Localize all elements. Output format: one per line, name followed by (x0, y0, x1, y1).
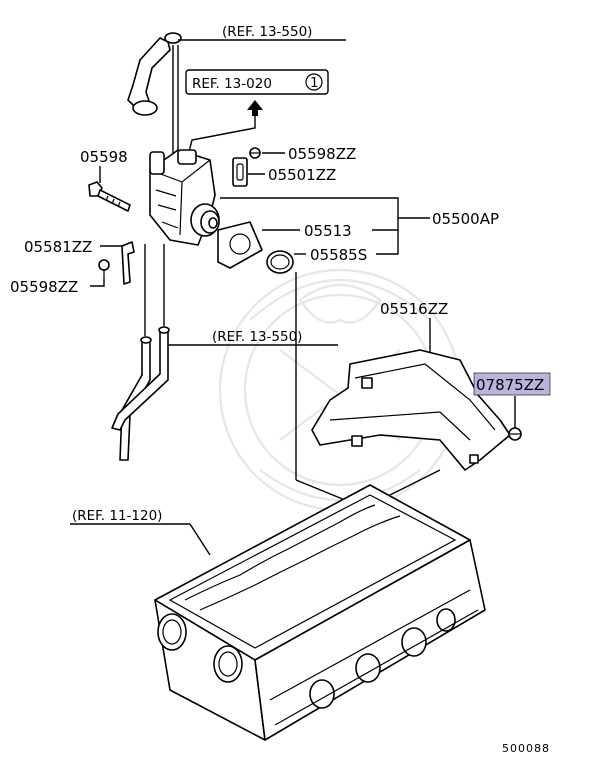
label-05581zz: 05581ZZ (24, 238, 92, 256)
clip-05581zz (121, 241, 135, 285)
ref-label-boxed: REF. 13-020 (192, 76, 272, 92)
leader-cover-to-head (379, 469, 441, 501)
arrow-up-icon (247, 100, 263, 116)
leader-ref-boxed (187, 116, 256, 157)
label-05516zz: 05516ZZ (380, 300, 448, 318)
ref-label-top: (REF. 13-550) (222, 24, 312, 40)
label-05585s: 05585S (310, 246, 367, 264)
leader-05598zz-left (90, 278, 105, 287)
leader-ref-bottom (189, 523, 211, 556)
gasket-05501zz (232, 157, 248, 187)
ref-label-middle: (REF. 13-550) (212, 329, 302, 345)
bolt-07875zz (508, 427, 522, 441)
leader-05500ap (220, 197, 430, 255)
label-05598zz-top: 05598ZZ (288, 145, 356, 163)
ref-circle-number: 1 (310, 75, 319, 91)
valve-assembly (149, 149, 220, 246)
bolt-05598 (88, 181, 131, 212)
ref-label-bottom: (REF. 11-120) (72, 508, 162, 524)
label-05501zz: 05501ZZ (268, 166, 336, 184)
breather-hose-middle (111, 326, 170, 461)
ref-box-13-020: REF. 13-020 1 (185, 69, 329, 95)
bolt-05598zz-top (249, 147, 261, 159)
cover-05516zz (311, 349, 511, 471)
label-07875zz[interactable]: 07875ZZ (476, 376, 544, 394)
bolt-05598zz-left (98, 259, 110, 278)
gasket-05513 (217, 221, 263, 269)
leader-oring-to-head-2 (295, 479, 346, 501)
label-05598: 05598 (80, 148, 128, 166)
cylinder-head (154, 484, 486, 741)
label-05598zz-left: 05598ZZ (10, 278, 78, 296)
breather-hose-top (127, 32, 182, 158)
label-05513: 05513 (304, 222, 352, 240)
label-05500ap: 05500AP (432, 210, 499, 228)
highlight-07875zz (473, 372, 551, 396)
figure-code: 500088 (502, 742, 550, 755)
oring-05585s (266, 250, 294, 274)
